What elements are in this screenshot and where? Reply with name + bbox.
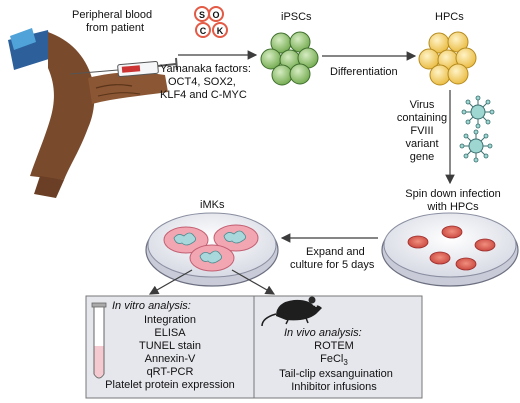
virus-label-line1: Virus (410, 99, 435, 111)
hpc-cluster-icon (418, 31, 477, 86)
imk-cell-icon (213, 224, 259, 252)
in-vivo-item: Tail-clip exsanguination (279, 368, 393, 380)
syringe (69, 57, 178, 78)
spin-label-line2: with HPCs (426, 201, 479, 213)
in-vitro-item: qRT-PCR (147, 366, 194, 378)
feCl-base: FeCl (320, 353, 343, 365)
imks-label: iMKs (200, 199, 225, 211)
in-vivo-title: In vivo analysis: (284, 327, 362, 339)
imk-cell-icon (163, 226, 209, 254)
in-vivo-item: ROTEM (314, 340, 354, 352)
imk-cell-icon (189, 244, 235, 272)
blood-label-line2: from patient (86, 22, 144, 34)
elbow (34, 176, 64, 198)
needle (69, 69, 119, 75)
virus-label-line2: containing (397, 112, 447, 124)
in-vitro-item: Annexin-V (145, 353, 196, 365)
blood-label-line1: Peripheral blood (72, 9, 152, 21)
ipsc-cluster-icon (260, 31, 319, 86)
factor-k-label: K (217, 26, 224, 36)
upper-arm (88, 72, 168, 104)
feCl-subscript: 3 (343, 358, 348, 367)
blood-sample (121, 65, 141, 73)
yamanaka-label-line1: Yamanaka factors: (160, 63, 251, 75)
yamanaka-label-line2: OCT4, SOX2, (168, 76, 236, 88)
spin-label-line1: Spin down infection (405, 188, 500, 200)
in-vivo-item: FeCl3 (320, 353, 348, 367)
virus-label-line3: FVIII (410, 125, 433, 137)
test-tube-icon (91, 302, 107, 379)
hpc-petri-dish (381, 212, 519, 287)
imk-petri-dish (145, 212, 279, 287)
in-vitro-title: In vitro analysis: (112, 300, 191, 312)
virus-particle-icon (461, 95, 495, 129)
differentiation-label: Differentiation (330, 66, 398, 78)
expand-label-line1: Expand and (306, 246, 365, 258)
wristband (10, 28, 36, 50)
mouse-icon (261, 296, 322, 327)
factor-s-label: S (199, 10, 205, 20)
yamanaka-factors: S O C K (194, 6, 228, 38)
factor-k-icon (212, 22, 228, 38)
in-vivo-item: Inhibitor infusions (291, 381, 377, 393)
hpcs-label: HPCs (435, 11, 464, 23)
factor-c-icon (195, 22, 211, 38)
plunger (157, 63, 177, 67)
factor-c-label: C (200, 26, 207, 36)
yamanaka-label-line3: KLF4 and C-MYC (160, 89, 247, 101)
in-vitro-item: ELISA (154, 327, 186, 339)
virus-label-line4: variant (405, 138, 438, 150)
arrow-to-in-vitro (148, 269, 193, 295)
virus-label-line5: gene (410, 151, 434, 163)
forearm (30, 32, 95, 180)
virus-particle-icon (459, 129, 493, 163)
in-vitro-item: TUNEL stain (139, 340, 201, 352)
patient-arm-illustration (8, 28, 168, 198)
expand-label-line2: culture for 5 days (290, 259, 375, 271)
ipscs-label: iPSCs (281, 11, 312, 23)
arrow-to-in-vivo (231, 269, 276, 295)
in-vitro-item: Platelet protein expression (105, 379, 235, 391)
factor-o-icon (208, 6, 224, 22)
in-vitro-item: Integration (144, 314, 196, 326)
factor-o-label: O (212, 10, 219, 20)
